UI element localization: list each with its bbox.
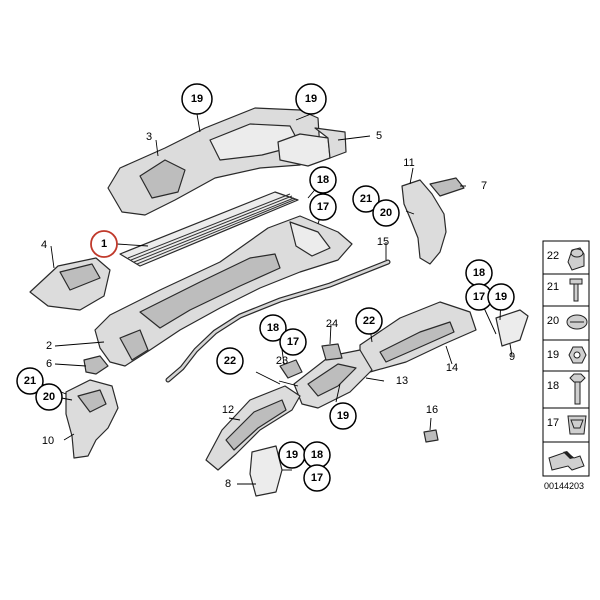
part-11-bracket	[401, 179, 447, 265]
legend-label: 22	[547, 250, 559, 262]
part-12-lower-duct	[205, 385, 301, 471]
hex-nut-icon	[568, 346, 587, 364]
callout-label: 17	[473, 291, 485, 303]
part-8-bracket	[249, 445, 283, 497]
expanding-nut-icon	[567, 247, 585, 271]
callout-10: 10	[42, 435, 54, 447]
spring-nut-icon	[566, 314, 588, 330]
fastener-legend: 22 21 20 19 18 17	[542, 240, 590, 477]
callout-21: 21	[16, 367, 44, 395]
part-3-cowl-cover	[107, 107, 321, 216]
legend-label: 17	[547, 417, 559, 429]
part-4-side-cover	[29, 257, 111, 311]
callout-label: 18	[311, 449, 323, 461]
callout-label: 19	[305, 93, 317, 105]
callout-24: 24	[326, 318, 338, 330]
callout-19: 19	[487, 283, 515, 311]
callout-1: 1	[90, 230, 118, 258]
callout-19: 19	[278, 441, 306, 469]
part-2-cowl-panel	[94, 215, 353, 367]
callout-17: 17	[303, 464, 331, 492]
callout-2: 2	[46, 340, 52, 352]
callout-22: 22	[216, 347, 244, 375]
callout-6: 6	[46, 358, 52, 370]
callout-label: 17	[311, 472, 323, 484]
callout-20: 20	[35, 383, 63, 411]
callout-11: 11	[403, 157, 414, 169]
part-9-bracket	[495, 309, 529, 347]
callout-19: 19	[181, 83, 213, 115]
part-16-clip	[423, 429, 439, 443]
callout-18: 18	[309, 166, 337, 194]
callout-14: 14	[446, 362, 458, 374]
callout-17: 17	[309, 193, 337, 221]
legend-label: 18	[547, 380, 559, 392]
callout-label: 22	[363, 315, 375, 327]
part-1-microfilter	[119, 191, 299, 267]
callout-label: 20	[43, 391, 55, 403]
callout-label: 17	[317, 201, 329, 213]
callout-label: 18	[317, 174, 329, 186]
callout-5: 5	[376, 130, 382, 142]
callout-21: 21	[352, 185, 380, 213]
callout-label: 18	[267, 322, 279, 334]
callout-label: 19	[495, 291, 507, 303]
callout-18: 18	[303, 441, 331, 469]
callout-18: 18	[465, 259, 493, 287]
callout-17: 17	[465, 283, 493, 311]
callout-22: 22	[355, 307, 383, 335]
callout-9: 9	[509, 351, 515, 363]
legend-label: 21	[547, 281, 559, 293]
callout-7: 7	[481, 180, 487, 192]
callout-label: 18	[473, 267, 485, 279]
callout-20: 20	[372, 199, 400, 227]
callout-13: 13	[396, 375, 408, 387]
callout-label: 21	[24, 375, 36, 387]
part-6-clip	[83, 355, 109, 375]
callout-label: 17	[287, 336, 299, 348]
callout-label: 19	[337, 410, 349, 422]
callout-label: 19	[191, 93, 203, 105]
callout-19: 19	[329, 402, 357, 430]
legend-label: 20	[547, 315, 559, 327]
callout-label: 22	[224, 355, 236, 367]
callout-label: 19	[286, 449, 298, 461]
diagram-id: 00144203	[544, 481, 584, 491]
callout-17: 17	[279, 328, 307, 356]
callout-label: 20	[380, 207, 392, 219]
callout-15: 15	[377, 236, 389, 248]
clip-nut-icon	[567, 415, 587, 435]
callout-23: 23	[276, 355, 288, 367]
part-24-clip	[321, 343, 343, 361]
screw-icon	[569, 278, 583, 302]
part-13-center-duct	[293, 349, 373, 409]
part-23-clip	[279, 359, 303, 379]
part-15-seal-strip	[165, 259, 391, 383]
part-7-clip	[429, 177, 465, 197]
callout-3: 3	[146, 131, 152, 143]
callout-4: 4	[41, 239, 47, 251]
callout-19: 19	[295, 83, 327, 115]
hex-bolt-icon	[569, 373, 586, 405]
callout-label: 21	[360, 193, 372, 205]
arrow-icon	[548, 451, 585, 471]
callout-label: 1	[101, 238, 107, 250]
legend-label: 19	[547, 349, 559, 361]
part-5-cover	[277, 127, 347, 167]
part-10-left-duct	[65, 379, 119, 459]
callout-12: 12	[222, 404, 234, 416]
callout-8: 8	[225, 478, 231, 490]
callout-18: 18	[259, 314, 287, 342]
callout-16: 16	[426, 404, 438, 416]
